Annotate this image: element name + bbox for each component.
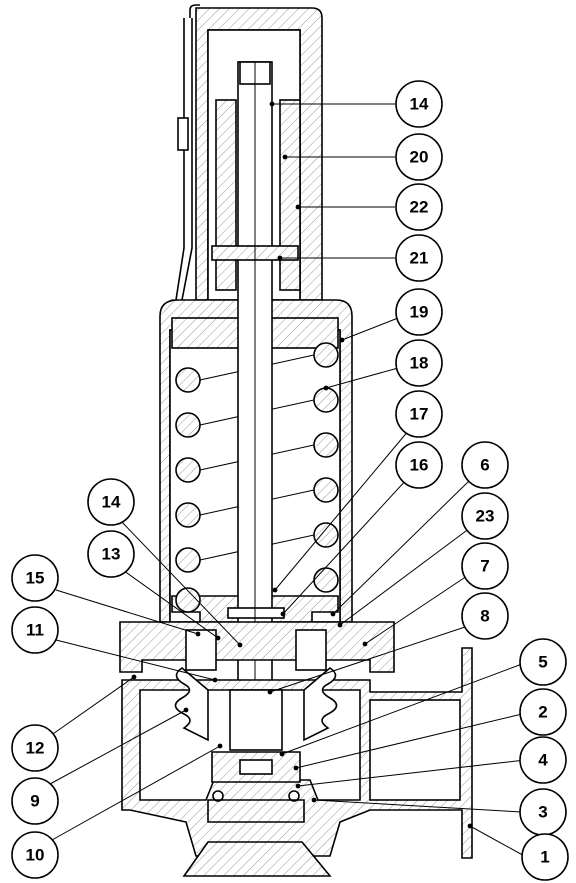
leader-8: [269, 625, 469, 693]
callout-3: 3: [519, 788, 567, 836]
leader-12: [49, 676, 135, 737]
callout-13-label: 13: [102, 545, 121, 564]
callout-3-label: 3: [538, 803, 547, 822]
callout-19-label: 19: [410, 303, 429, 322]
leader-19: [341, 317, 399, 341]
callout-5-label: 5: [538, 653, 547, 672]
callout-16-label: 16: [410, 456, 429, 475]
leader-lines: [49, 103, 529, 859]
leader-6: [332, 479, 471, 615]
leader-dots: [131, 101, 473, 829]
callout-14-top: 14: [395, 80, 443, 128]
callout-9-label: 9: [30, 792, 39, 811]
callouts: 14 20 22 21 19 18 17 16: [11, 80, 569, 881]
valve-disc-and-seat: [207, 689, 305, 823]
leader-14b: [119, 519, 241, 646]
callout-2-label: 2: [538, 703, 547, 722]
callout-14-top-label: 14: [410, 95, 429, 114]
leader-10: [51, 745, 221, 841]
leader-18: [325, 367, 399, 389]
callout-14-mid-label: 14: [102, 493, 121, 512]
callout-22-label: 22: [410, 198, 429, 217]
leader-16: [282, 478, 408, 615]
callout-2: 2: [519, 688, 567, 736]
leader-9: [49, 709, 187, 785]
callout-19: 19: [395, 288, 443, 336]
callout-4-label: 4: [538, 751, 548, 770]
callout-20-label: 20: [410, 148, 429, 167]
callout-18: 18: [395, 339, 443, 387]
callout-8-label: 8: [480, 607, 489, 626]
callout-12-label: 12: [26, 739, 45, 758]
body-flange: [119, 621, 395, 673]
callout-15: 15: [11, 554, 59, 602]
inlet-flange: [182, 841, 332, 877]
callout-23-label: 23: [476, 507, 495, 526]
callout-8: 8: [461, 592, 509, 640]
leader-11: [55, 639, 216, 681]
leader-2: [295, 713, 523, 769]
callout-1-label: 1: [540, 848, 549, 867]
callout-11: 11: [11, 606, 59, 654]
callout-6-label: 6: [480, 456, 489, 475]
callout-13: 13: [87, 530, 135, 578]
valve-stem: [211, 61, 299, 783]
callout-10-label: 10: [26, 846, 45, 865]
leader-4: [297, 759, 526, 787]
callout-12: 12: [11, 724, 59, 772]
callout-1: 1: [521, 833, 569, 881]
callout-6: 6: [461, 441, 509, 489]
callout-17-label: 17: [410, 405, 429, 424]
callout-4: 4: [519, 736, 567, 784]
callout-14-mid: 14: [87, 478, 135, 526]
callout-18-label: 18: [410, 354, 429, 373]
bellows: [174, 667, 338, 742]
callout-22: 22: [395, 183, 443, 231]
leader-13: [119, 567, 219, 639]
callout-17: 17: [395, 390, 443, 438]
callout-10: 10: [11, 831, 59, 879]
callout-20: 20: [395, 133, 443, 181]
leader-23: [339, 527, 471, 626]
leader-1: [469, 825, 529, 859]
callout-15-label: 15: [26, 569, 45, 588]
callout-5: 5: [519, 638, 567, 686]
callout-11-label: 11: [26, 621, 44, 640]
leader-5: [281, 663, 523, 755]
callout-23: 23: [461, 492, 509, 540]
leader-17: [274, 429, 410, 591]
callout-9: 9: [11, 777, 59, 825]
callout-21: 21: [395, 234, 443, 282]
leader-7: [364, 575, 468, 645]
leader-3: [313, 799, 523, 813]
callout-7: 7: [461, 542, 509, 590]
leader-15: [55, 589, 199, 635]
callout-7-label: 7: [480, 557, 489, 576]
callout-16: 16: [395, 441, 443, 489]
callout-21-label: 21: [410, 249, 429, 268]
